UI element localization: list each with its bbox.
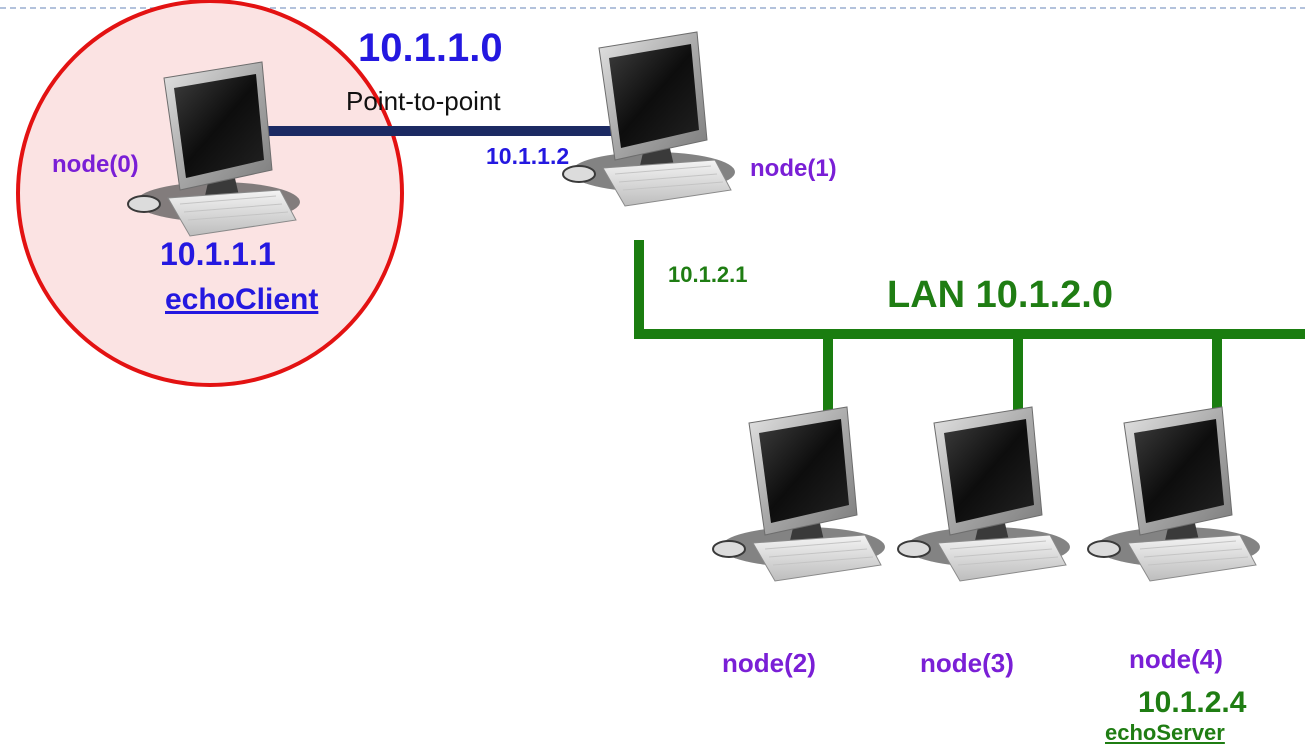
node4-app: echoServer (1105, 720, 1225, 745)
lan-bus (634, 240, 1305, 339)
node3-computer-icon (897, 406, 1071, 582)
node0-name: node(0) (52, 151, 139, 178)
lan-network-label: LAN 10.1.2.0 (887, 274, 1113, 316)
node4-computer-icon (1087, 406, 1261, 582)
node2-computer-icon (712, 406, 886, 582)
node1-name: node(1) (750, 155, 837, 182)
node1-p2p-ip: 10.1.1.2 (486, 143, 570, 169)
node0-ip: 10.1.1.1 (160, 236, 276, 272)
node3-name: node(3) (920, 648, 1014, 678)
node0-app: echoClient (165, 283, 319, 316)
node2-name: node(2) (722, 648, 816, 678)
node1-lan-ip: 10.1.2.1 (668, 262, 748, 287)
p2p-network-label: Point-to-point (346, 86, 501, 116)
node4-name: node(4) (1129, 644, 1223, 674)
node1-computer-icon (562, 31, 736, 207)
node4-ip: 10.1.2.4 (1138, 686, 1247, 719)
p2p-network-address: 10.1.1.0 (358, 26, 503, 70)
